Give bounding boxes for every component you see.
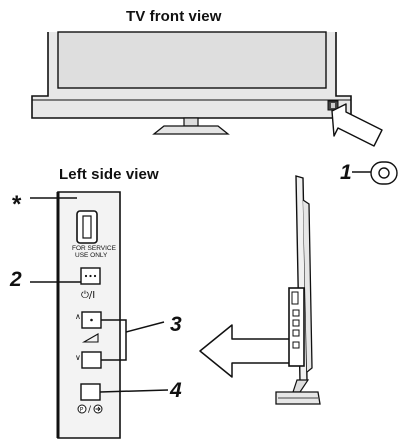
svg-text:/: / — [88, 405, 92, 415]
tv-front — [31, 31, 352, 135]
side-panel: FOR SERVICE USE ONLY ⏻/I ∧ ∨ P / — [56, 191, 121, 439]
leader-4 — [99, 389, 169, 393]
big-arrow-left-icon — [199, 324, 293, 378]
callout-2: 2 — [10, 268, 22, 291]
volume-up-mark: ∧ — [75, 312, 81, 321]
volume-down-mark: ∨ — [75, 353, 81, 362]
callout-1: 1 — [340, 161, 352, 184]
tv-side — [275, 175, 321, 405]
svg-text:P: P — [80, 407, 84, 414]
front-view-title: TV front view — [126, 8, 222, 25]
leader-3 — [125, 321, 165, 333]
volume-symbol-icon — [81, 333, 99, 343]
volume-down-button[interactable] — [81, 351, 102, 369]
power-symbol-label: ⏻/I — [81, 290, 95, 301]
service-text-line1: FOR SERVICE — [72, 245, 117, 252]
callout-3: 3 — [170, 313, 182, 336]
callout-4: 4 — [170, 379, 182, 402]
big-arrow-right-icon — [331, 103, 383, 147]
service-text-line2: USE ONLY — [75, 252, 108, 259]
input-symbol-icon — [77, 404, 87, 414]
callout-asterisk: * — [12, 191, 22, 218]
input-button[interactable] — [80, 383, 101, 401]
left-side-view-title: Left side view — [59, 166, 159, 183]
